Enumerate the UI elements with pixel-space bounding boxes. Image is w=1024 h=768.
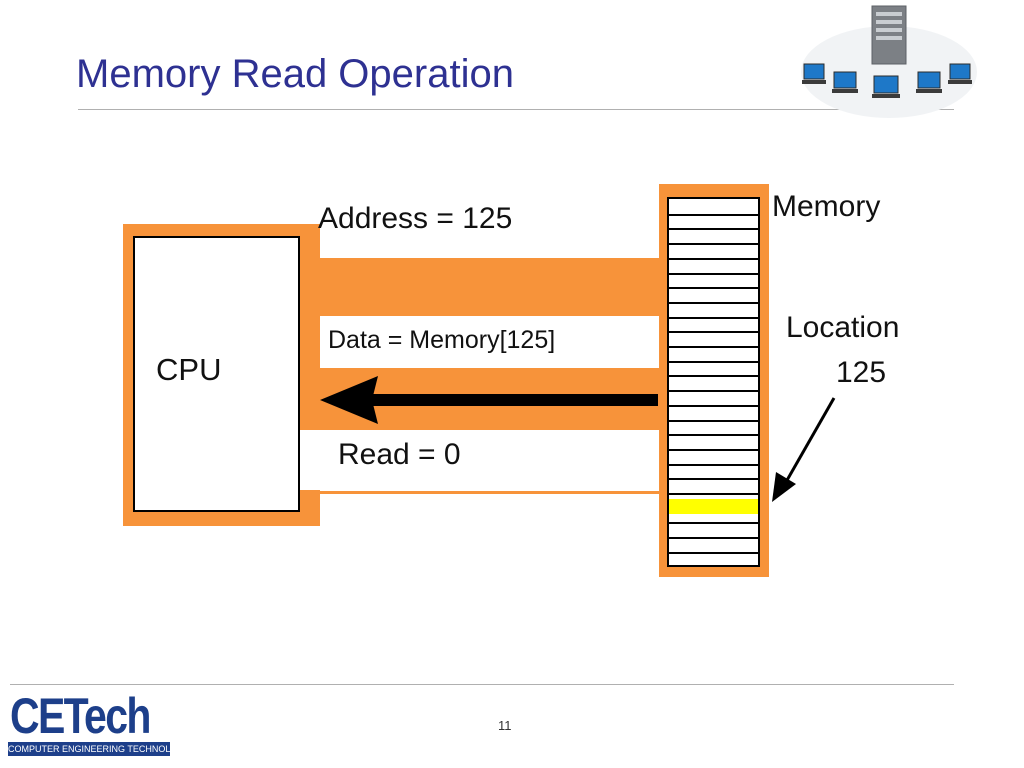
memory-cell-divider <box>669 522 758 525</box>
memory-cell-divider <box>669 272 758 275</box>
read-label: Read = 0 <box>338 438 461 471</box>
memory-cell-divider <box>669 463 758 466</box>
memory-cell-divider <box>669 228 758 231</box>
location-label: Location <box>786 311 900 344</box>
memory-cell-divider <box>669 331 758 334</box>
footer-divider <box>10 684 954 685</box>
cetech-logo: CETech COMPUTER ENGINEERING TECHNOLOGY <box>8 688 191 760</box>
memory-cell-divider <box>669 434 758 437</box>
data-label-strip <box>320 316 660 368</box>
cpu-box <box>133 236 300 512</box>
memory-cell-divider <box>669 287 758 290</box>
read-control-line <box>300 491 660 494</box>
memory-cell-divider <box>669 537 758 540</box>
location-pointer-head <box>772 472 796 502</box>
location-number: 125 <box>836 356 887 389</box>
memory-cell-divider <box>669 375 758 378</box>
memory-location-highlight <box>669 499 758 514</box>
cpu-label: CPU <box>156 352 222 387</box>
memory-cell-divider <box>669 478 758 481</box>
memory-cell-divider <box>669 390 758 393</box>
data-label: Data = Memory[125] <box>328 326 556 354</box>
address-label: Address = 125 <box>318 202 513 235</box>
memory-cell-divider <box>669 448 758 451</box>
location-pointer-shaft <box>784 397 836 483</box>
memory-cell-divider <box>669 360 758 363</box>
title-divider <box>78 109 954 110</box>
memory-cell-divider <box>669 419 758 422</box>
memory-cell-divider <box>669 243 758 246</box>
memory-cell-divider <box>669 316 758 319</box>
computer-network-icon <box>801 5 977 118</box>
logo-tagline: COMPUTER ENGINEERING TECHNOLOGY <box>8 742 191 756</box>
read-label-strip <box>300 430 660 490</box>
memory-cell-divider <box>669 257 758 260</box>
memory-cell-divider <box>669 551 758 554</box>
memory-cell-divider <box>669 301 758 304</box>
memory-cell-divider <box>669 346 758 348</box>
logo-name: CETech <box>10 688 151 744</box>
memory-cell-divider <box>669 213 758 216</box>
memory-cell-divider <box>669 404 758 407</box>
slide-title: Memory Read Operation <box>76 52 514 96</box>
page-number: 11 <box>498 718 512 733</box>
memory-cell-divider <box>669 493 758 495</box>
memory-label: Memory <box>772 190 881 223</box>
